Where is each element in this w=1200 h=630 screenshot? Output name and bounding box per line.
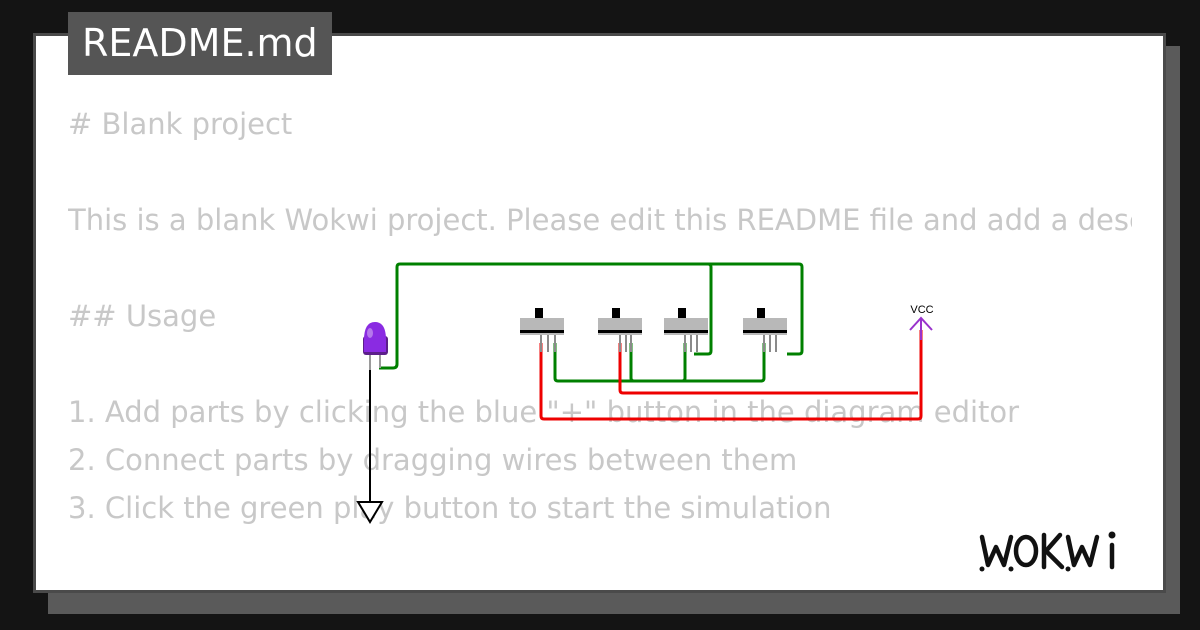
wire-switch1-to-vcc [539, 330, 923, 421]
wire-led-to-switch3 [379, 262, 713, 370]
wire-switch2-to-switch3 [629, 343, 687, 383]
readme-step-1: 1. Add parts by clicking the blue "+" bu… [68, 395, 1020, 429]
preview-card [33, 33, 1163, 593]
green-wires [379, 262, 804, 383]
readme-step-2: 2. Connect parts by dragging wires betwe… [68, 443, 798, 477]
red-wires [539, 330, 923, 421]
led-purple [363, 322, 388, 370]
wire-switch1-to-switch4 [553, 343, 766, 383]
vcc-symbol [909, 316, 933, 340]
wire-top-to-switch4 [708, 262, 804, 356]
ground-symbol [356, 501, 384, 524]
clip-mask [1133, 36, 1163, 590]
slide-switch-4 [743, 308, 787, 352]
readme-heading: # Blank project [68, 107, 293, 141]
readme-description: This is a blank Wokwi project. Please ed… [68, 203, 1132, 237]
card-right-border [1163, 33, 1166, 593]
wokwi-logo [979, 531, 1116, 572]
vcc-label: VCC [910, 304, 933, 316]
wire-switch2-to-vcc [618, 343, 918, 395]
file-tab-readme[interactable]: README.md [68, 12, 332, 75]
slide-switch-1 [520, 308, 564, 352]
slide-switch-3 [664, 308, 708, 352]
slide-switch-2 [598, 308, 642, 352]
readme-usage-heading: ## Usage [68, 299, 217, 333]
readme-step-3: 3. Click the green play button to start … [68, 491, 832, 525]
readme-content: # Blank project This is a blank Wokwi pr… [68, 0, 1132, 630]
